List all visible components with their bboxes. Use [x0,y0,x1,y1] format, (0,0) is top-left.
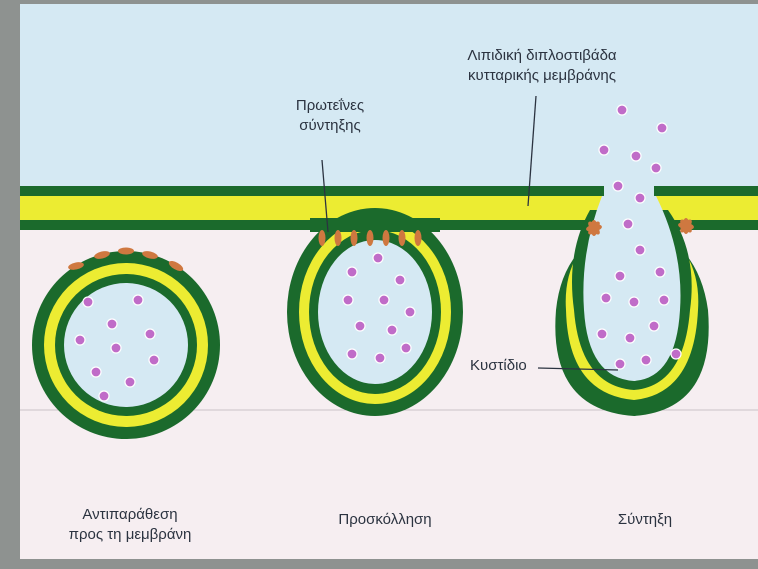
label-fusion-proteins: Πρωτεΐνες σύντηξης [276,96,384,136]
cargo-molecule [375,353,385,363]
cargo-molecule [347,267,357,277]
fusion-protein [399,230,406,246]
label-lipid-bilayer: Λιπιδική διπλοστιβάδα κυτταρικής μεμβράν… [424,46,660,86]
cargo-molecule [395,275,405,285]
label-stage-approach-line2: προς τη μεμβράνη [30,525,230,545]
cargo-molecule [379,295,389,305]
extracellular-space [20,4,758,197]
cargo-molecule [75,335,85,345]
cargo-molecule [149,355,159,365]
fusion-protein [335,230,342,246]
fusion-protein [367,230,374,246]
cargo-molecule [651,163,661,173]
cargo-molecule [657,123,667,133]
cargo-molecule [355,321,365,331]
cargo-molecule [613,181,623,191]
fusion-protein [118,248,134,255]
label-vesicle: Κυστίδιο [470,356,527,376]
cargo-molecule [649,321,659,331]
label-stage-docking: Προσκόλληση [310,510,460,530]
label-stage-fusion: Σύντηξη [590,510,700,530]
label-lipid-bilayer-line2: κυτταρικής μεμβράνης [424,66,660,86]
cargo-molecule [635,245,645,255]
cargo-molecule [83,297,93,307]
cargo-molecule [373,253,383,263]
label-fusion-proteins-line1: Πρωτεΐνες [276,96,384,116]
cargo-molecule [107,319,117,329]
fusion-protein [415,230,422,246]
label-stage-approach-line1: Αντιπαράθεση [30,505,230,525]
cargo-molecule [601,293,611,303]
cargo-molecule [145,329,155,339]
cargo-molecule [671,349,681,359]
cargo-molecule [631,151,641,161]
approaching-vesicle [32,251,220,439]
cargo-molecule [111,343,121,353]
cargo-molecule [343,295,353,305]
cargo-molecule [99,391,109,401]
cargo-molecule [133,295,143,305]
cargo-molecule [599,145,609,155]
cargo-molecule [615,359,625,369]
fusion-protein [319,230,326,246]
label-fusion-proteins-line2: σύντηξης [276,116,384,136]
cargo-molecule [125,377,135,387]
cargo-molecule [629,297,639,307]
cargo-molecule [635,193,645,203]
cargo-molecule [91,367,101,377]
cargo-molecule [623,219,633,229]
cargo-molecule [615,271,625,281]
cargo-molecule [405,307,415,317]
fusion-protein [383,230,390,246]
cargo-molecule [347,349,357,359]
label-lipid-bilayer-line1: Λιπιδική διπλοστιβάδα [424,46,660,66]
cargo-molecule [625,333,635,343]
docking-vesicle [287,208,463,416]
cargo-molecule [401,343,411,353]
cargo-molecule [641,355,651,365]
cargo-molecule [597,329,607,339]
cargo-molecule [655,267,665,277]
cargo-molecule [659,295,669,305]
label-stage-approach: Αντιπαράθεση προς τη μεμβράνη [30,505,230,545]
cargo-molecule [387,325,397,335]
fusion-protein [351,230,358,246]
cargo-molecule [617,105,627,115]
